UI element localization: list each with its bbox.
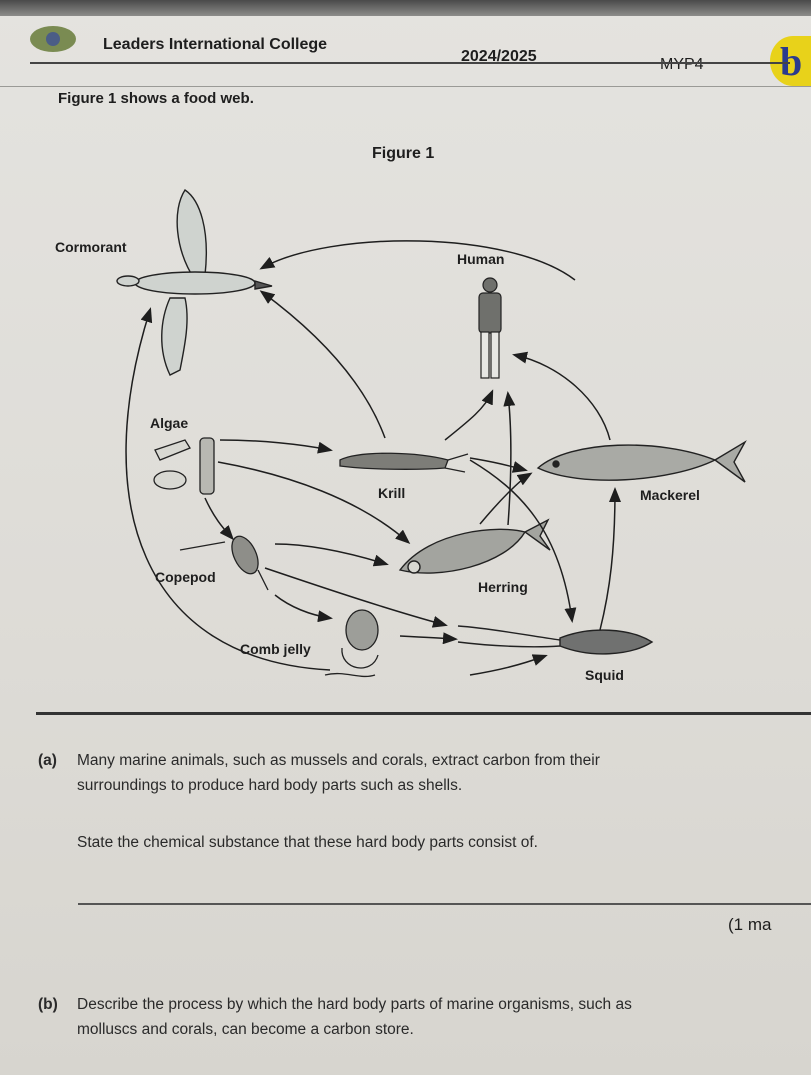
label-krill: Krill: [378, 485, 405, 501]
question-a-line2: surroundings to produce hard body parts …: [77, 777, 463, 794]
school-logo-icon: [30, 26, 76, 52]
feeding-arrows: [125, 240, 621, 676]
intro-text: Figure 1 shows a food web.: [58, 90, 254, 107]
krill-icon: [339, 452, 469, 473]
question-b-letter: (b): [38, 996, 58, 1013]
label-copepod: Copepod: [155, 569, 216, 585]
label-algae: Algae: [150, 415, 188, 431]
copepod-icon: [179, 535, 269, 591]
header-divider: [30, 62, 790, 64]
question-b-line2: molluscs and corals, can become a carbon…: [77, 1021, 414, 1038]
question-a-text: Many marine animals, such as mussels and…: [77, 748, 811, 798]
cormorant-icon: [116, 189, 273, 376]
question-a-marks: (1 ma: [728, 915, 772, 934]
figure-title: Figure 1: [372, 145, 435, 162]
ib-logo-icon: b: [770, 36, 811, 86]
label-herring: Herring: [478, 579, 528, 595]
label-squid: Squid: [585, 667, 624, 683]
label-human: Human: [457, 251, 504, 267]
top-edge-shadow: [0, 0, 811, 16]
squid-icon: [457, 625, 654, 655]
question-b-text: Describe the process by which the hard b…: [77, 992, 811, 1042]
mackerel-icon: [536, 440, 747, 483]
header-divider-lower: [0, 86, 811, 87]
question-a-prompt: State the chemical substance that these …: [77, 834, 538, 851]
answer-line-a[interactable]: [78, 903, 811, 905]
academic-year: 2024/2025: [461, 48, 537, 65]
label-comb-jelly: Comb jelly: [240, 641, 311, 657]
comb-jelly-icon: [324, 609, 379, 678]
human-icon: [478, 277, 502, 379]
figure-divider: [36, 712, 811, 715]
algae-icon: [153, 437, 215, 495]
herring-icon: [398, 518, 551, 574]
school-name: Leaders International College: [103, 36, 328, 53]
label-mackerel: Mackerel: [640, 487, 700, 503]
food-web-diagram: Cormorant Human Algae Krill M: [55, 189, 747, 683]
label-cormorant: Cormorant: [55, 239, 127, 255]
question-a-line1: Many marine animals, such as mussels and…: [77, 752, 600, 769]
question-a-letter: (a): [38, 752, 57, 769]
grade-level: MYP4: [660, 56, 704, 73]
question-b-line1: Describe the process by which the hard b…: [77, 996, 632, 1013]
